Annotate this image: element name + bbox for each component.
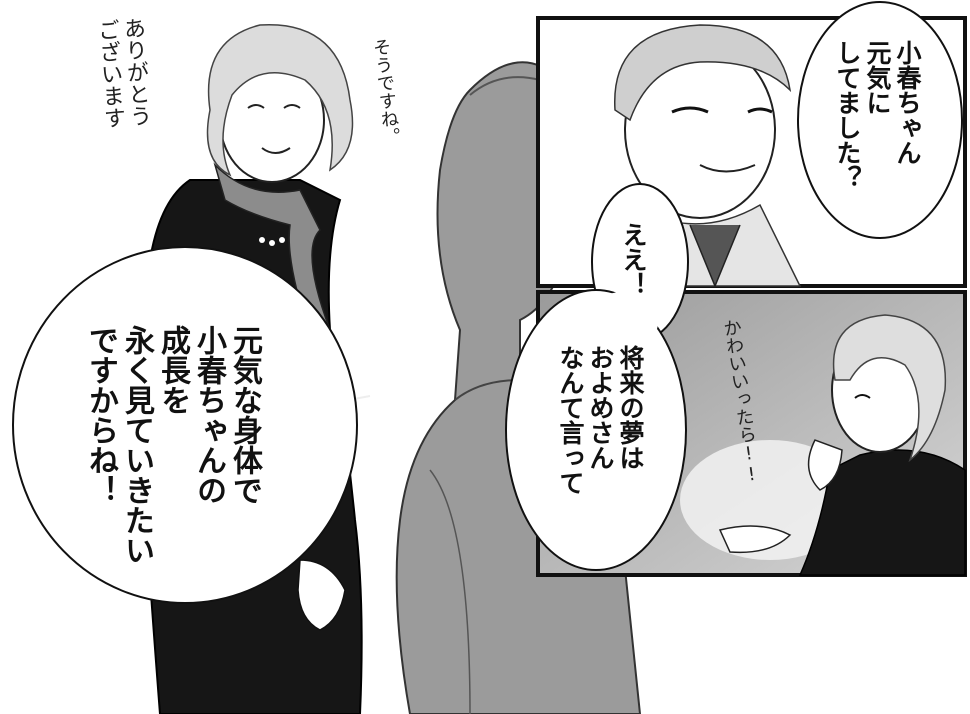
speech-text-genki: 小春ちゃん 元気に してました？	[833, 40, 922, 190]
speech-text-ee: ええ！	[619, 222, 648, 297]
speech-bubble-top	[797, 1, 963, 239]
woman-laughing	[718, 314, 966, 576]
handwritten-thanks: ありがとう ございます	[93, 16, 152, 130]
speech-text-dream: 将来の夢は およめさん なんて言って	[556, 345, 645, 495]
speech-bubble-dream	[505, 183, 689, 571]
speech-bubble-left	[12, 246, 358, 604]
speech-text-left: 元気な身体で 小春ちゃんの 成長を 永く見ていきたい ですからね！	[83, 325, 262, 565]
